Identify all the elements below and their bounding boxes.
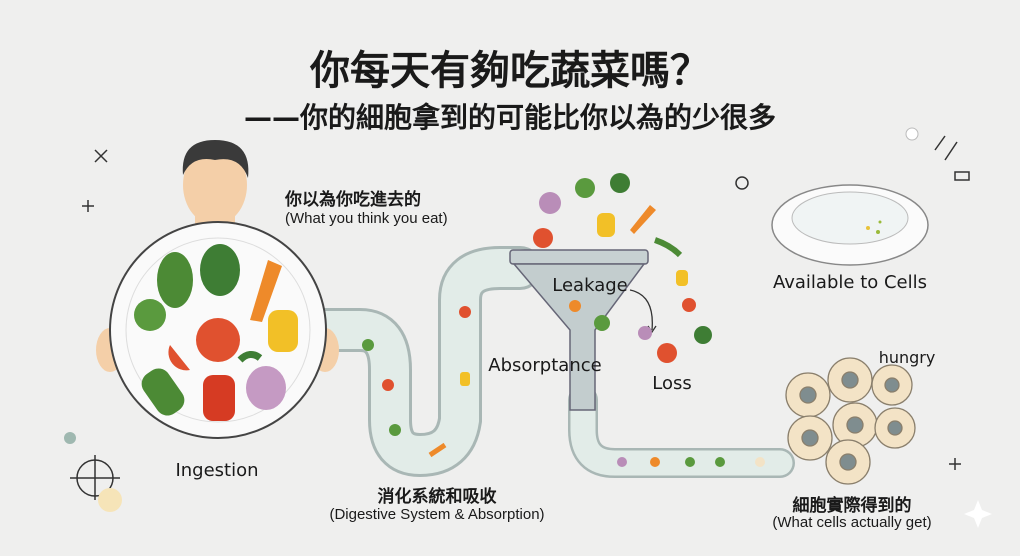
cells-get-label-zh: 細胞實際得到的 bbox=[792, 496, 912, 516]
available-to-cells-label: Available to Cells bbox=[772, 272, 928, 293]
hungry-label: hungry bbox=[878, 348, 936, 367]
page-title: 你每天有夠吃蔬菜嗎？ bbox=[310, 48, 710, 94]
hungry-cells bbox=[785, 357, 916, 485]
loss-label: Loss bbox=[652, 373, 692, 394]
decorations bbox=[70, 135, 970, 500]
cells-get-label-en: (What cells actually get) bbox=[772, 514, 932, 531]
ingestion-label: Ingestion bbox=[175, 460, 259, 481]
falling-vegetables bbox=[533, 173, 712, 363]
digestive-label-en: (Digestive System & Absorption) bbox=[329, 506, 545, 523]
absorptance-label: Absorptance bbox=[488, 355, 602, 376]
leakage-label: Leakage bbox=[552, 275, 628, 296]
think-eat-label-en: (What you think you eat) bbox=[285, 210, 448, 227]
funnel bbox=[509, 249, 657, 411]
page-subtitle: ——你的細胞拿到的可能比你以為的少很多 bbox=[243, 101, 777, 134]
sparkle-icon bbox=[964, 500, 992, 528]
think-eat-label-zh: 你以為你吃進去的 bbox=[285, 190, 421, 210]
tube-vegetables bbox=[362, 306, 765, 467]
nearly-empty-plate-icon bbox=[771, 184, 929, 266]
digestive-tube bbox=[298, 246, 795, 478]
full-plate-icon bbox=[109, 221, 327, 439]
digestive-label-zh: 消化系統和吸收 bbox=[377, 487, 497, 507]
